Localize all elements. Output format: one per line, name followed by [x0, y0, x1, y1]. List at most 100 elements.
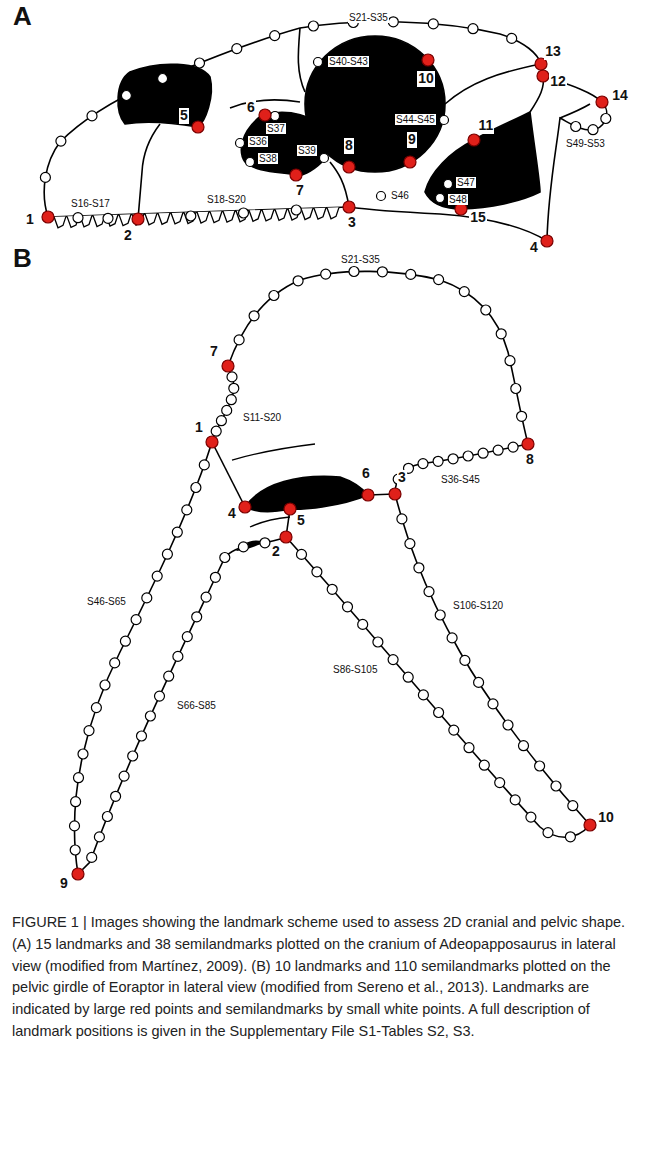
semilandmark-range: S49-S53: [565, 138, 606, 149]
semilandmark-point: [211, 426, 221, 436]
semilandmark-point: [312, 567, 322, 577]
semilandmark-point: [111, 791, 121, 801]
tooth: [249, 210, 261, 221]
semilandmark-point: [377, 267, 387, 277]
semilandmark-point: [448, 454, 458, 464]
semilandmark-point: [358, 619, 368, 629]
semilandmark-point: [142, 593, 152, 603]
semilandmark-point: [397, 514, 407, 524]
semilandmark-point: [388, 655, 398, 665]
landmark-number: 1: [25, 212, 35, 227]
semilandmark-range: S66-S85: [176, 700, 217, 711]
tooth: [210, 211, 222, 222]
semilandmark-point: [73, 213, 83, 223]
pelvis-drawing: [74, 271, 590, 874]
semilandmark-point: [496, 329, 506, 339]
semilandmark-point: [249, 311, 259, 321]
landmark-number: 4: [529, 240, 539, 255]
semilandmark-point: [201, 592, 211, 602]
semilandmark-range: S39: [297, 145, 317, 156]
semilandmark-point: [565, 832, 575, 842]
semilandmark-point: [493, 445, 503, 455]
semilandmark-point: [172, 527, 182, 537]
semilandmark-point: [526, 812, 536, 822]
cranium-drawing: [44, 22, 606, 241]
landmark-number: 9: [407, 132, 417, 147]
landmark-number: 14: [611, 88, 629, 103]
semilandmark-point: [349, 267, 359, 277]
landmark-number: 15: [469, 210, 487, 225]
tooth: [119, 214, 131, 225]
tooth: [171, 213, 183, 224]
semilandmark-point: [321, 269, 331, 279]
semilandmark-point: [495, 778, 505, 788]
tooth: [145, 213, 157, 224]
semilandmark-point: [195, 58, 205, 68]
semilandmark-point: [78, 749, 88, 759]
semilandmark-point: [220, 553, 230, 563]
semilandmark-range: S36-S45: [440, 474, 481, 485]
semilandmark-range: S40-S43: [328, 56, 369, 67]
landmark-number: 3: [397, 470, 407, 485]
semilandmark-point: [503, 720, 513, 730]
landmark-number: 4: [227, 506, 237, 521]
semilandmark-point: [128, 751, 138, 761]
semilandmark-point: [424, 587, 434, 597]
semilandmark-point: [91, 703, 101, 713]
semilandmark-point: [588, 125, 598, 135]
tooth: [301, 208, 313, 219]
semilandmark-point: [459, 287, 469, 297]
semilandmark-range: S21-S35: [340, 254, 381, 265]
landmark-number: 3: [347, 215, 357, 230]
semilandmark-point: [435, 610, 445, 620]
semilandmark-point: [119, 771, 129, 781]
semilandmark-point: [120, 636, 130, 646]
semilandmark-point: [510, 795, 520, 805]
semilandmark-point: [428, 19, 438, 29]
landmark-number: 6: [246, 100, 256, 115]
semilandmark-point: [260, 538, 270, 548]
landmark-number: 2: [123, 228, 133, 243]
semilandmark-point: [519, 741, 529, 751]
landmark-number: 5: [296, 513, 306, 528]
semilandmark-point: [517, 411, 527, 421]
semilandmark-point: [145, 711, 155, 721]
semilandmark-point: [158, 74, 168, 84]
semilandmark-point: [433, 456, 443, 466]
landmark-number: 5: [179, 108, 189, 123]
landmark-number: 1: [194, 420, 204, 435]
semilandmark-point: [100, 680, 110, 690]
semilandmark-point: [227, 372, 237, 382]
semilandmark-point: [234, 335, 244, 345]
semilandmark-point: [418, 690, 428, 700]
landmark-illustration: [0, 0, 652, 905]
semilandmark-point: [511, 384, 521, 394]
semilandmark-point: [293, 276, 303, 286]
semilandmark-point: [191, 483, 201, 493]
semilandmark-range: S44-S45: [395, 114, 436, 125]
semilandmark-range: S18-S20: [206, 194, 247, 205]
landmark-number: 2: [271, 544, 281, 559]
semilandmark-point: [481, 305, 491, 315]
semilandmark-point: [343, 602, 353, 612]
tooth: [262, 209, 274, 220]
landmark-number: 9: [59, 876, 69, 891]
semilandmark-point: [447, 633, 457, 643]
semilandmark-point: [216, 416, 226, 426]
semilandmark-point: [291, 205, 301, 215]
landmark-number: 12: [549, 74, 567, 89]
semilandmark-point: [182, 505, 192, 515]
semilandmark-range: S106-S120: [452, 600, 504, 611]
semilandmark-point: [210, 572, 220, 582]
landmark-number: 11: [478, 118, 495, 133]
semilandmark-point: [464, 743, 474, 753]
semilandmark-range: S37: [266, 123, 286, 134]
semilandmark-point: [601, 114, 611, 124]
tooth: [223, 211, 235, 222]
tooth: [327, 207, 339, 218]
semilandmark-point: [468, 24, 478, 34]
semilandmark-point: [131, 615, 141, 625]
semilandmark-range: S16-S17: [70, 198, 111, 209]
semilandmark-point: [186, 211, 196, 221]
landmark-number: 7: [295, 183, 305, 198]
